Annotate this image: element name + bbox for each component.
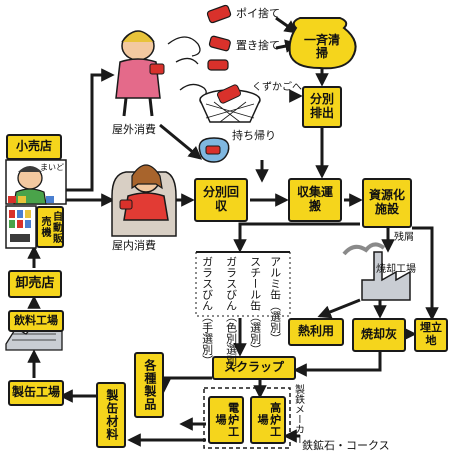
arrow-litter-to-cleanup — [275, 16, 299, 34]
can-material-box: 製缶材料 — [96, 382, 126, 448]
arrow-facility-to-sorted — [233, 222, 360, 253]
incineration-ash-box: 焼却灰 — [352, 318, 406, 352]
glass-bottle-hand-label: ガラスびん（手選別） — [200, 256, 214, 366]
indoor-consumption-label: 屋内消費 — [112, 239, 156, 252]
retail-store-box: 小売店 — [6, 134, 62, 160]
joint-cleanup-label: 一斉清掃 — [304, 33, 341, 61]
poi-sute-label: ポイ捨て — [236, 7, 280, 20]
arrow-scrap-to-products — [157, 376, 212, 393]
recycling-facility-box: 資源化施設 — [362, 178, 412, 228]
incineration-plant-building — [342, 242, 411, 301]
garbage-sack-icon — [288, 17, 357, 70]
can-factory-box: 製缶工場 — [8, 380, 64, 406]
indoor-consumer-figure — [111, 164, 177, 237]
trash-basket-icon — [199, 84, 261, 123]
arrow-ash-to-scrap — [293, 352, 382, 377]
arrow-outdoor-to-takehome — [159, 123, 203, 160]
take-home-label: 持ち帰り — [232, 129, 276, 142]
shopkeeper-figure — [5, 159, 67, 205]
aluminum-can-label: アルミ缶（選別） — [268, 256, 282, 344]
steel-can-label: スチール缶（選別） — [248, 256, 262, 355]
thermal-use-box: 熱利用 — [288, 318, 344, 346]
oki-sute-label: 置き捨て — [236, 39, 280, 52]
residue-label: 残屑 — [394, 232, 414, 243]
to-trash-basket-label: くずかごへ — [252, 82, 302, 93]
separate-collection-box: 分別回収 — [194, 178, 248, 222]
landfill-box: 埋立地 — [414, 318, 448, 352]
arrow-incinerator-to-heat — [317, 298, 361, 319]
outdoor-consumer-figure — [115, 30, 165, 117]
separate-disposal-box: 分別排出 — [302, 86, 342, 128]
steel-maker-label: 製鉄メーカー — [292, 384, 304, 444]
vending-machine-icon — [5, 205, 37, 249]
various-products-box: 各種製品 — [134, 352, 164, 418]
vending-machine-box: 自動販売機 — [36, 206, 64, 248]
arrow-to-outdoor — [62, 68, 115, 192]
collection-transport-box: 収集運搬 — [288, 178, 342, 222]
beverage-factory-box: 飲料工場 — [8, 310, 64, 332]
incineration-plant-label: 焼却工場 — [376, 264, 416, 275]
steel-maker-group — [203, 387, 291, 449]
shopping-bag-icon — [198, 137, 230, 163]
outdoor-consumption-label: 屋外消費 — [112, 123, 156, 136]
iron-ore-coke-label: 鉄鉱石・コークス — [302, 439, 390, 452]
blast-furnace-box: 高炉工場 — [250, 396, 286, 444]
shop-sign-label: まいど — [40, 163, 64, 172]
electric-furnace-box: 電炉工場 — [208, 396, 244, 444]
arrow-facility-to-landfill — [412, 226, 439, 321]
toss-arc — [167, 36, 201, 57]
wholesaler-box: 卸売店 — [8, 270, 62, 298]
scrap-box: スクラップ — [212, 356, 296, 380]
glass-bottle-color-label: ガラスびん（色別選別） — [224, 256, 238, 377]
can-icon — [206, 4, 232, 71]
